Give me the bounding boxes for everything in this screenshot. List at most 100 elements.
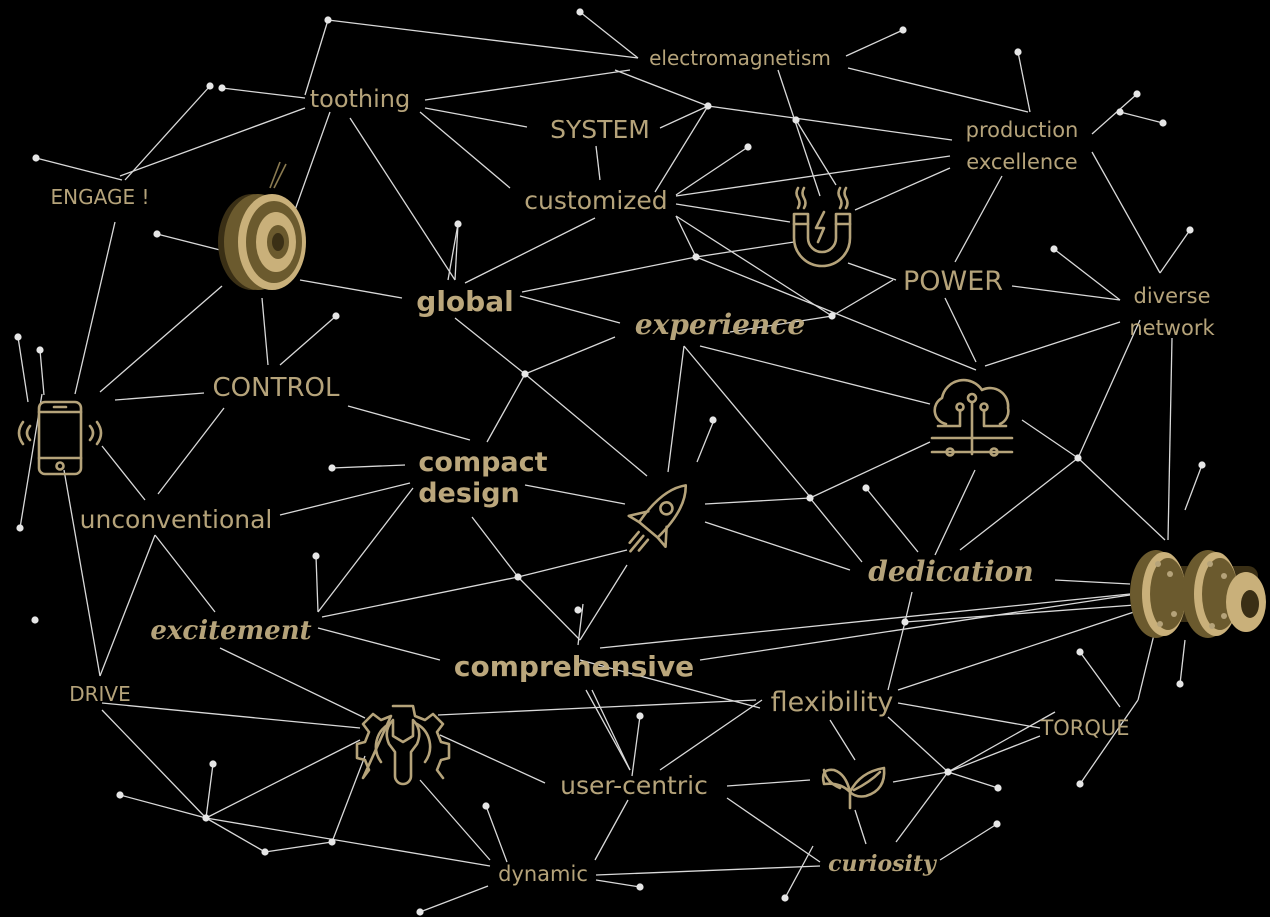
connection-node (901, 618, 909, 626)
connection-node (261, 848, 269, 856)
connection-line (464, 217, 596, 284)
connection-lines (17, 11, 1203, 913)
connection-line (524, 373, 648, 477)
connection-line (675, 155, 951, 197)
connection-line (1079, 699, 1139, 785)
connection-node (636, 712, 644, 720)
connection-line (1159, 229, 1191, 274)
connection-line (809, 497, 863, 563)
word-unconventional: unconventional (80, 505, 273, 534)
connection-line (317, 627, 441, 661)
connection-line (221, 87, 306, 99)
word-compact: compact (418, 447, 547, 478)
connection-line (524, 336, 616, 375)
connection-line (591, 689, 631, 771)
connection-node (153, 230, 161, 238)
connection-line (119, 794, 207, 819)
word-comprehensive: comprehensive (454, 650, 694, 683)
word-toothing: toothing (310, 85, 411, 113)
connection-line (424, 69, 631, 101)
connection-line (205, 817, 491, 867)
connection-line (39, 349, 45, 396)
connection-line (349, 117, 456, 281)
connection-node (416, 908, 424, 916)
connection-line (1053, 248, 1121, 301)
word-torque: TORQUE (1039, 716, 1129, 740)
connection-node (116, 791, 124, 799)
connection-line (1091, 93, 1138, 135)
connection-node (209, 760, 217, 768)
leaves-icon (821, 766, 886, 810)
connection-node (744, 143, 752, 151)
word-dedication: dedication (868, 555, 1033, 588)
connection-node (1076, 648, 1084, 656)
connection-node (806, 494, 814, 502)
connection-line (1077, 457, 1166, 541)
connection-node (328, 464, 336, 472)
connection-line (517, 576, 581, 641)
connection-line (897, 611, 1135, 691)
connection-line (261, 297, 269, 366)
word-curiosity: curiosity (828, 851, 938, 877)
connection-line (279, 482, 411, 516)
word-excellence: excellence (966, 150, 1077, 174)
connection-line (595, 145, 601, 181)
connection-line (579, 11, 639, 59)
connection-node (994, 784, 1002, 792)
connection-line (35, 157, 123, 181)
word-power: POWER (903, 266, 1003, 297)
connection-line (454, 223, 459, 281)
connection-node (312, 552, 320, 560)
connection-line (294, 111, 331, 211)
connection-node (14, 333, 22, 341)
connection-line (315, 555, 319, 613)
connection-line (631, 715, 641, 777)
connection-line (154, 534, 216, 613)
connection-line (675, 215, 833, 317)
connection-line (614, 69, 709, 107)
connection-line (695, 241, 795, 258)
connection-node (324, 16, 332, 24)
connection-line (704, 521, 851, 571)
connection-line (419, 111, 511, 189)
connection-line (777, 69, 821, 197)
word-diverse: diverse (1133, 284, 1210, 308)
connection-line (934, 469, 976, 556)
connection-line (675, 215, 697, 258)
connection-line (577, 603, 584, 646)
word-design: design (418, 478, 520, 509)
connection-line (854, 167, 951, 211)
connection-node (521, 370, 529, 378)
word-labels: electromagnetism toothing SYSTEM product… (51, 46, 1216, 886)
connection-node (454, 220, 462, 228)
connection-line (939, 823, 998, 861)
rocket-icon (627, 484, 688, 553)
connection-line (726, 779, 811, 787)
connection-line (1017, 51, 1031, 113)
connection-node (1186, 226, 1194, 234)
connection-node (218, 84, 226, 92)
connection-line (947, 735, 1041, 773)
connection-line (471, 516, 519, 578)
connection-line (707, 105, 953, 141)
connection-line (219, 647, 366, 719)
connection-line (519, 295, 621, 324)
connection-line (675, 203, 791, 223)
connection-node (202, 814, 210, 822)
word-user-centric: user-centric (560, 771, 708, 800)
connection-line (947, 711, 1056, 773)
connection-line (904, 604, 1136, 623)
connection-node (1076, 780, 1084, 788)
word-production: production (966, 118, 1079, 142)
connection-line (895, 771, 949, 843)
connection-line (1079, 651, 1121, 708)
coupling-product-image (1130, 550, 1266, 638)
connection-line (437, 699, 757, 716)
connection-line (847, 262, 897, 281)
connection-line (696, 419, 715, 463)
connection-line (419, 779, 491, 861)
connection-line (947, 771, 999, 789)
connection-node (1176, 680, 1184, 688)
